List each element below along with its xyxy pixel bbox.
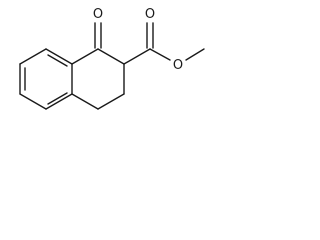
bond-ring-4 xyxy=(97,93,125,110)
bond-ar-inner-3 xyxy=(47,54,68,67)
bond-to-ester-carbon xyxy=(123,48,151,65)
ester-ether-oxygen-label: O xyxy=(173,58,183,73)
ester-carbonyl-oxygen-label: O xyxy=(145,7,155,22)
bond-ar-1 xyxy=(19,48,47,65)
bond-ar-inner-2 xyxy=(47,92,68,105)
ketone-oxygen-label: O xyxy=(93,7,103,22)
bond-ring-2 xyxy=(97,48,125,65)
bond-ring-5 xyxy=(71,93,99,110)
molecule-drawing: O O O xyxy=(19,7,205,110)
structure-diagram: O O O xyxy=(0,0,250,134)
bond-ar-3 xyxy=(19,93,47,110)
bond-ar-4 xyxy=(45,93,73,110)
bond-ester-ether xyxy=(149,48,171,61)
bond-methyl xyxy=(185,48,205,61)
bond-ring-1 xyxy=(71,48,99,65)
bond-ar-6 xyxy=(45,48,73,65)
